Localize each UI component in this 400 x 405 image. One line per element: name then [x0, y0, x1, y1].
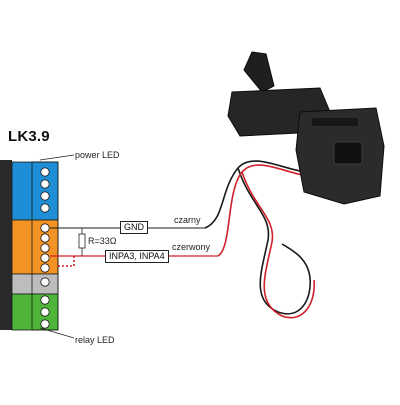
- terminal-screw: [40, 277, 50, 287]
- terminal-screw: [40, 233, 50, 243]
- sensor-cable: [204, 160, 315, 319]
- terminal-block-grey: [11, 273, 59, 295]
- board-left-strip: [0, 160, 12, 330]
- red-wire-label: czerwony: [172, 242, 211, 252]
- sensor-window: [333, 141, 363, 165]
- relay-led-label: relay LED: [75, 335, 115, 345]
- controller-board: [0, 160, 59, 331]
- cable-black: [204, 160, 311, 315]
- gnd-label-box: GND: [120, 221, 148, 234]
- resistor: [78, 233, 86, 249]
- terminal-screw: [40, 295, 50, 305]
- terminal-screws: [40, 167, 50, 329]
- terminal-screw: [40, 203, 50, 213]
- terminal-screw: [40, 179, 50, 189]
- black-wire-label: czarny: [174, 215, 201, 225]
- sensor-slot: [312, 118, 358, 126]
- terminal-screw: [40, 253, 50, 263]
- terminal-screw: [40, 319, 50, 329]
- terminal-screw: [40, 167, 50, 177]
- device-title: LK3.9: [8, 128, 50, 145]
- terminal-screw: [40, 307, 50, 317]
- terminal-screw: [40, 263, 50, 273]
- input-wire-dotted: [58, 256, 75, 267]
- cable-red: [217, 164, 315, 319]
- terminal-screw: [40, 223, 50, 233]
- terminal-screw: [40, 191, 50, 201]
- terminal-block-orange: [11, 219, 59, 275]
- input-label-box: INPA3, INPA4: [105, 250, 169, 263]
- current-sensor: [227, 51, 385, 205]
- power-led-pointer: [39, 154, 75, 161]
- terminal-screw: [40, 243, 50, 253]
- terminal-screw-column: [31, 161, 59, 331]
- sensor-lever: [243, 51, 275, 93]
- terminal-block-blue: [11, 161, 59, 221]
- relay-led-pointer: [39, 327, 75, 339]
- terminal-block-green: [11, 293, 59, 331]
- power-led-label: power LED: [75, 150, 120, 160]
- resistor-label: R=33Ω: [88, 236, 117, 246]
